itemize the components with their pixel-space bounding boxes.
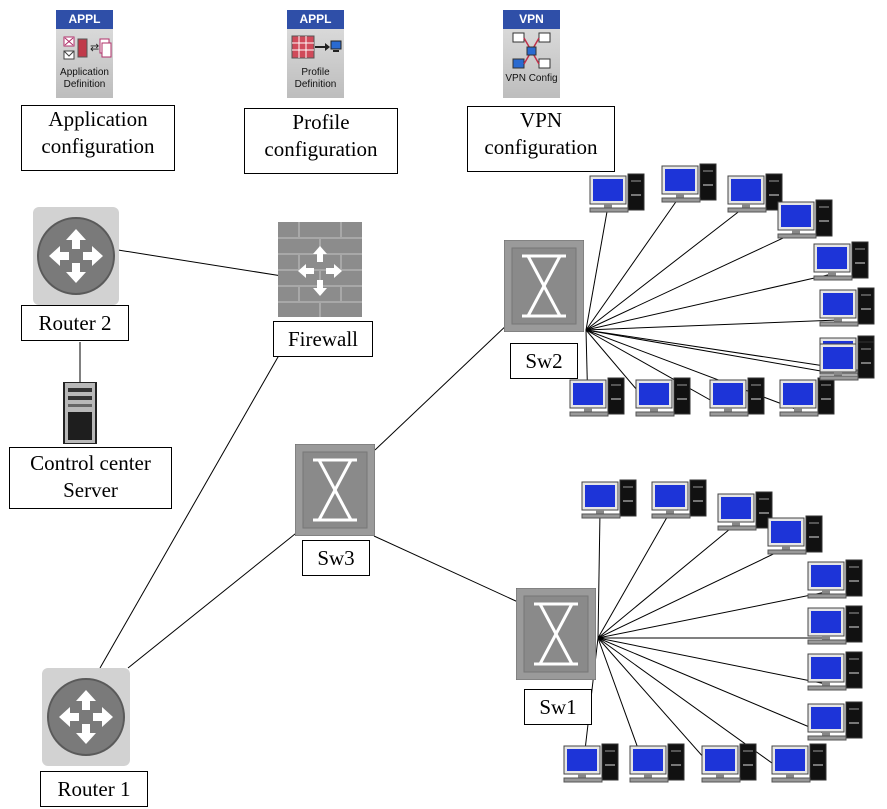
workstation-link: [585, 231, 797, 331]
svg-text:⇄: ⇄: [90, 41, 99, 54]
workstation-link: [597, 547, 787, 639]
label-line: Application: [48, 107, 148, 131]
label-line: configuration: [41, 134, 155, 158]
application-definition-glyph: ⇄: [63, 36, 112, 60]
firewall-label: Firewall: [273, 321, 373, 357]
workstation-icon[interactable]: [580, 478, 642, 522]
workstation-link: [597, 637, 791, 777]
router-2-label: Router 2: [21, 305, 129, 341]
label-line: VPN: [519, 108, 562, 132]
workstation-icon[interactable]: [806, 604, 868, 648]
control-center-server-icon[interactable]: [62, 382, 98, 444]
link-router2-firewall: [117, 249, 283, 277]
workstation-icon[interactable]: [700, 742, 762, 786]
workstation-icon[interactable]: [588, 172, 650, 216]
sw3-label: Sw3: [302, 540, 370, 576]
link-sw3-sw1: [373, 535, 519, 603]
workstation-icon[interactable]: [628, 742, 690, 786]
workstation-link: [585, 329, 839, 369]
workstation-icon[interactable]: [708, 376, 770, 420]
config-icon-caption: VPN Config: [505, 73, 558, 84]
sw2-label: Sw2: [510, 343, 578, 379]
workstation-icon[interactable]: [660, 162, 722, 206]
workstation-link: [585, 205, 747, 331]
config-header: APPL: [287, 10, 344, 29]
workstation-link: [585, 205, 609, 331]
vpn-configuration-label: VPN configuration: [467, 106, 615, 172]
application-definition-icon[interactable]: APPL ⇄ Application Definition: [56, 10, 113, 98]
workstation-icon[interactable]: [726, 172, 788, 216]
workstation-icon[interactable]: [806, 700, 868, 744]
link-sw3-sw2: [374, 321, 511, 451]
application-configuration-label: Application configuration: [21, 105, 175, 171]
firewall-icon[interactable]: [278, 222, 362, 317]
config-icon-caption: Application: [60, 67, 109, 78]
workstation-icon[interactable]: [812, 240, 874, 284]
router-1-label: Router 1: [40, 771, 148, 807]
sw2-icon[interactable]: [504, 240, 584, 332]
workstation-icon[interactable]: [818, 340, 880, 384]
profile-definition-glyph: [291, 35, 342, 59]
label-line: Control center: [30, 451, 151, 475]
label-line: Profile: [292, 110, 350, 134]
workstation-icon[interactable]: [766, 514, 828, 558]
workstation-link: [585, 329, 839, 375]
sw3-icon[interactable]: [295, 444, 375, 536]
workstation-icon[interactable]: [568, 376, 630, 420]
workstation-link: [597, 523, 737, 639]
vpn-config-icon[interactable]: VPN VPN Config: [503, 10, 560, 98]
workstation-icon[interactable]: [634, 376, 696, 420]
config-icon-caption: Profile: [301, 67, 330, 78]
sw1-label: Sw1: [524, 689, 592, 725]
sw1-icon[interactable]: [516, 588, 596, 680]
profile-definition-icon[interactable]: APPL Profile Definition: [287, 10, 344, 98]
workstation-icon[interactable]: [818, 286, 880, 330]
label-line: configuration: [264, 137, 378, 161]
router-1-icon[interactable]: [42, 668, 130, 766]
vpn-config-glyph: [512, 32, 551, 69]
workstation-icon[interactable]: [778, 376, 840, 420]
workstation-link: [597, 591, 827, 639]
label-line: Server: [63, 478, 118, 502]
workstation-link: [597, 637, 827, 685]
workstation-link: [597, 637, 721, 777]
workstation-icon[interactable]: [650, 478, 712, 522]
workstation-link: [597, 637, 827, 735]
config-icon-caption: Definition: [294, 79, 337, 90]
config-icon-caption: Definition: [63, 79, 106, 90]
link-router1-sw3: [127, 529, 301, 669]
workstation-link: [585, 273, 833, 331]
workstation-icon[interactable]: [770, 742, 832, 786]
control-center-server-label: Control center Server: [9, 447, 172, 509]
workstation-link: [585, 329, 729, 411]
workstation-link: [597, 511, 601, 639]
link-firewall-router1: [99, 342, 287, 669]
config-header: VPN: [503, 10, 560, 29]
workstation-link: [585, 319, 839, 331]
workstation-link: [597, 511, 671, 639]
workstation-link: [585, 195, 681, 331]
label-line: configuration: [484, 135, 598, 159]
workstation-icon[interactable]: [806, 650, 868, 694]
router-2-icon[interactable]: [33, 207, 119, 305]
config-header: APPL: [56, 10, 113, 29]
workstation-icon[interactable]: [776, 198, 838, 242]
profile-configuration-label: Profile configuration: [244, 108, 398, 174]
workstation-icon[interactable]: [806, 558, 868, 602]
workstation-icon[interactable]: [562, 742, 624, 786]
